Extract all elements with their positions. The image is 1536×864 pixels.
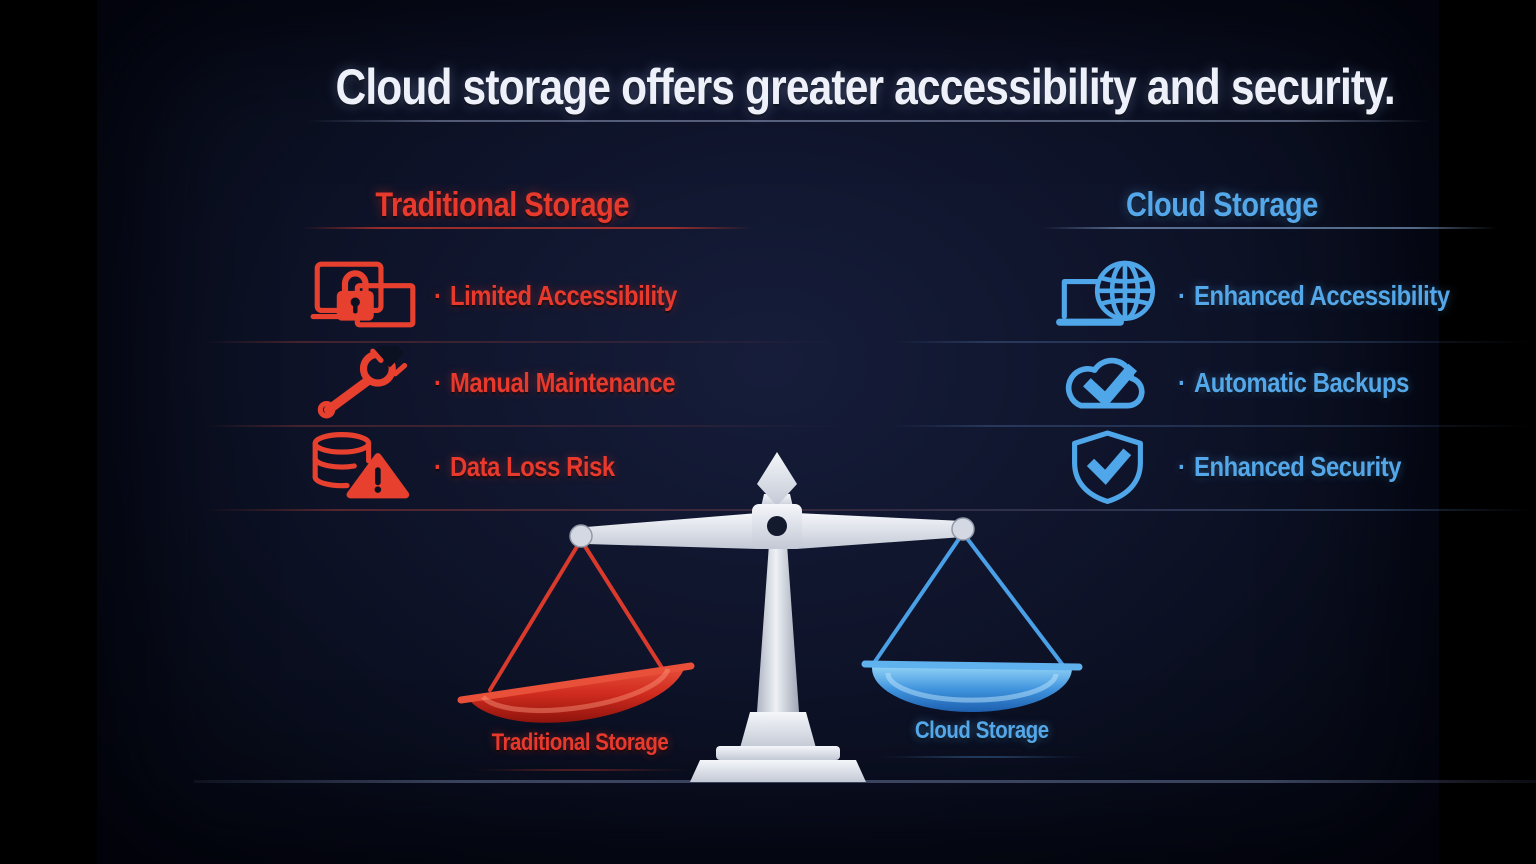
divider bbox=[202, 341, 842, 343]
finial-diamond bbox=[757, 452, 797, 506]
traditional-storage-heading: Traditional Storage bbox=[375, 186, 629, 224]
divider bbox=[202, 509, 1530, 511]
wrench-icon bbox=[310, 346, 418, 420]
list-item-label: ·Limited Accessibility bbox=[434, 280, 677, 311]
traditional-storage-pan bbox=[457, 662, 695, 723]
right-pan-label-glow bbox=[882, 756, 1082, 758]
divider bbox=[892, 341, 1530, 343]
globe-laptop-icon bbox=[1054, 259, 1162, 333]
title-underline bbox=[307, 120, 1429, 122]
left-pan-strings bbox=[488, 538, 664, 692]
list-item-data-loss-risk: ·Data Loss Risk bbox=[310, 430, 647, 504]
list-item-manual-maintenance: ·Manual Maintenance bbox=[310, 346, 718, 420]
list-item-label: ·Automatic Backups bbox=[1178, 367, 1409, 398]
left-pan-label: Traditional Storage bbox=[491, 729, 669, 756]
list-item-label: ·Enhanced Accessibility bbox=[1178, 280, 1450, 311]
list-item-label: ·Data Loss Risk bbox=[434, 451, 615, 482]
divider bbox=[892, 425, 1530, 427]
scale-beam bbox=[569, 452, 975, 549]
list-item-enhanced-accessibility: ·Enhanced Accessibility bbox=[1054, 259, 1498, 333]
database-warning-icon bbox=[310, 430, 418, 504]
list-item-automatic-backups: ·Automatic Backups bbox=[1054, 346, 1450, 420]
shield-check-icon bbox=[1054, 430, 1162, 504]
cloud-storage-heading: Cloud Storage bbox=[1126, 186, 1318, 224]
list-item-enhanced-security: ·Enhanced Security bbox=[1054, 430, 1440, 504]
cloud-check-icon bbox=[1054, 346, 1162, 420]
cloud-heading-underline bbox=[1042, 227, 1497, 229]
list-item-limited-accessibility: ·Limited Accessibility bbox=[310, 259, 720, 333]
cloud-storage-pan bbox=[861, 660, 1083, 713]
locked-laptop-icon bbox=[310, 259, 418, 333]
divider bbox=[202, 425, 842, 427]
traditional-heading-underline bbox=[302, 227, 752, 229]
right-pan-label: Cloud Storage bbox=[915, 717, 1049, 744]
list-item-label: ·Enhanced Security bbox=[1178, 451, 1402, 482]
list-item-label: ·Manual Maintenance bbox=[434, 367, 676, 398]
left-pan-label-glow bbox=[473, 769, 688, 771]
scale-pillar bbox=[690, 544, 866, 782]
right-pan-strings bbox=[872, 531, 1064, 666]
page-title: Cloud storage offers greater accessibili… bbox=[335, 59, 1395, 115]
